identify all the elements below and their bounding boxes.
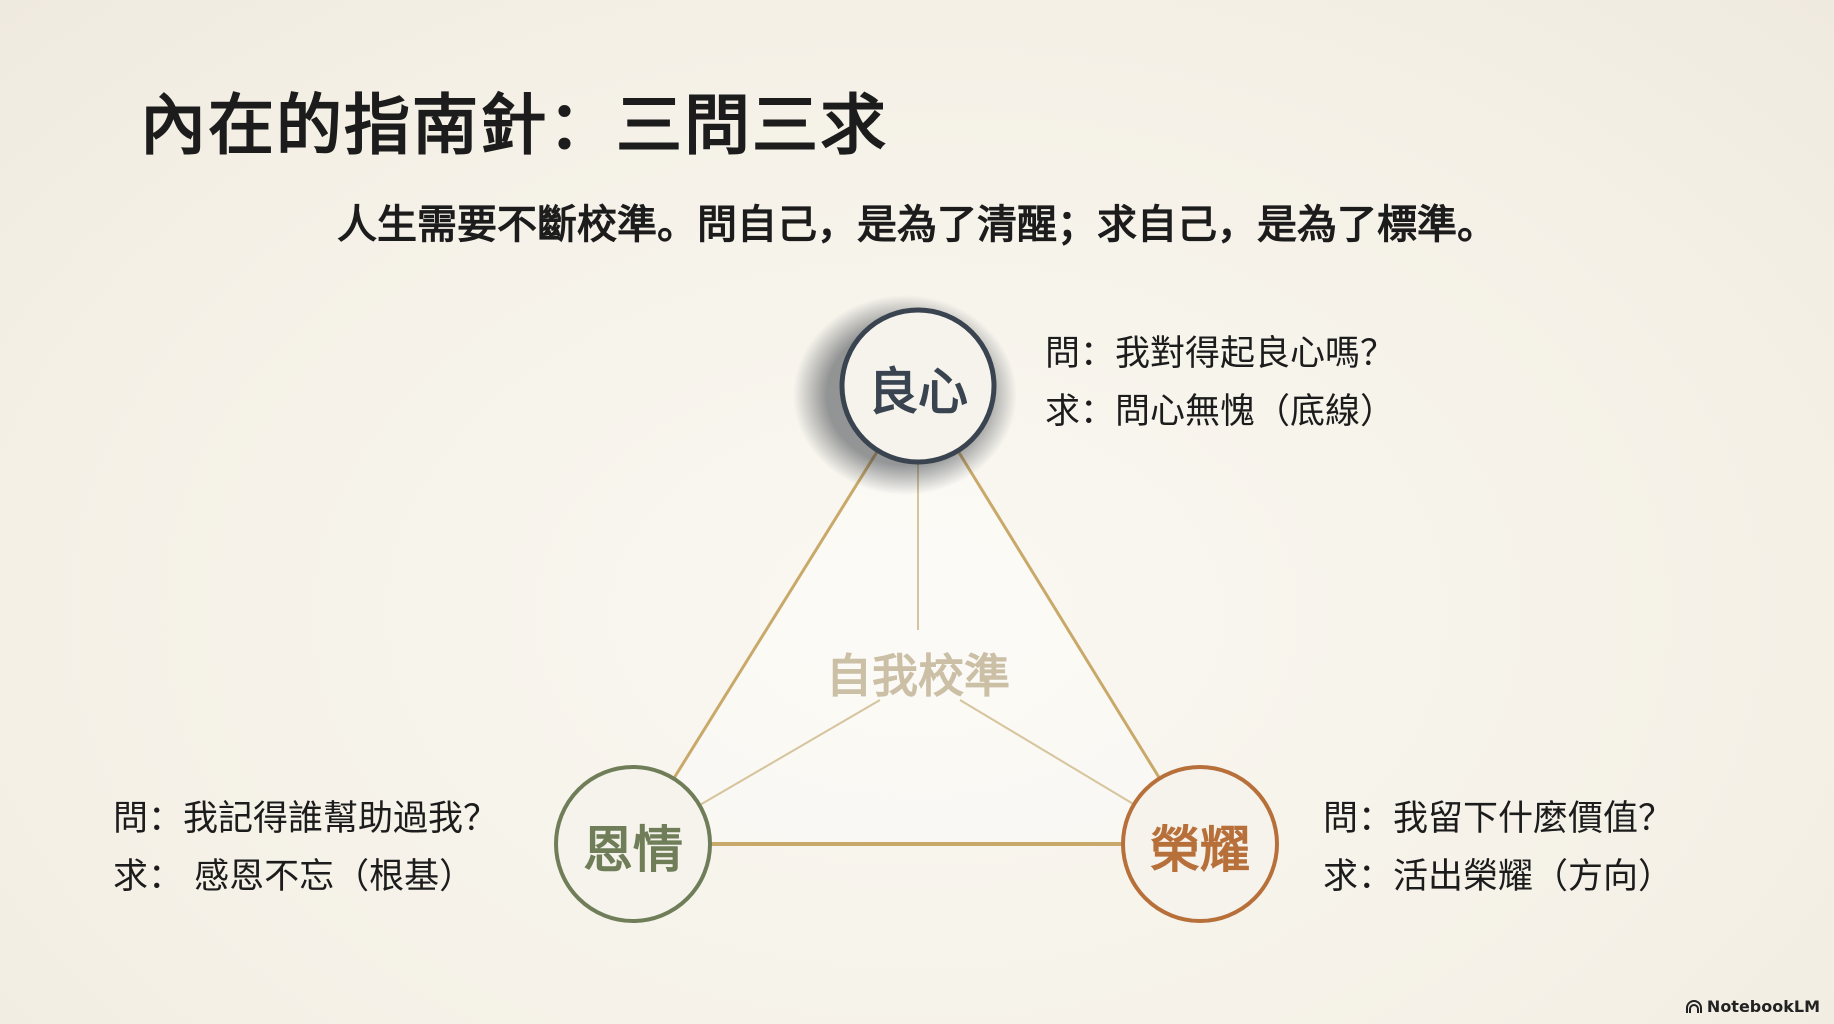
center-label: 自我校準 xyxy=(826,649,1010,703)
seek-text: 求：問心無愧（底線） xyxy=(1045,392,1396,432)
ask-text: 問：我留下什麼價值？ xyxy=(1323,799,1674,839)
seek-text: 求： 感恩不忘（根基） xyxy=(113,857,475,897)
notebooklm-watermark: NotebookLM xyxy=(1685,997,1820,1016)
node-circle-conscience xyxy=(839,307,997,465)
notebooklm-logo-icon xyxy=(1685,999,1702,1013)
qa-gratitude: 問：我記得誰幫助過我？ 求： 感恩不忘（根基） xyxy=(113,790,498,906)
node-label-gratitude: 恩情 xyxy=(583,820,683,879)
triangle-fill xyxy=(633,386,1200,844)
ask-text: 問：我對得起良心嗎？ xyxy=(1045,334,1396,374)
brand-label: NotebookLM xyxy=(1706,997,1820,1016)
ask-text: 問：我記得誰幫助過我？ xyxy=(113,799,499,839)
node-circle-glory xyxy=(1121,765,1279,923)
qa-conscience: 問：我對得起良心嗎？ 求：問心無愧（底線） xyxy=(1045,325,1395,441)
seek-text: 求：活出榮耀（方向） xyxy=(1323,857,1674,897)
node-label-glory: 榮耀 xyxy=(1150,820,1250,879)
node-label-conscience: 良心 xyxy=(868,362,968,421)
node-circle-gratitude xyxy=(554,765,712,923)
subtitle: 人生需要不斷校準。問自己，是為了清醒；求自己，是為了標準。 xyxy=(337,202,1497,248)
qa-glory: 問：我留下什麼價值？ 求：活出榮耀（方向） xyxy=(1323,790,1673,906)
page-title: 內在的指南針：三問三求 xyxy=(140,86,888,164)
